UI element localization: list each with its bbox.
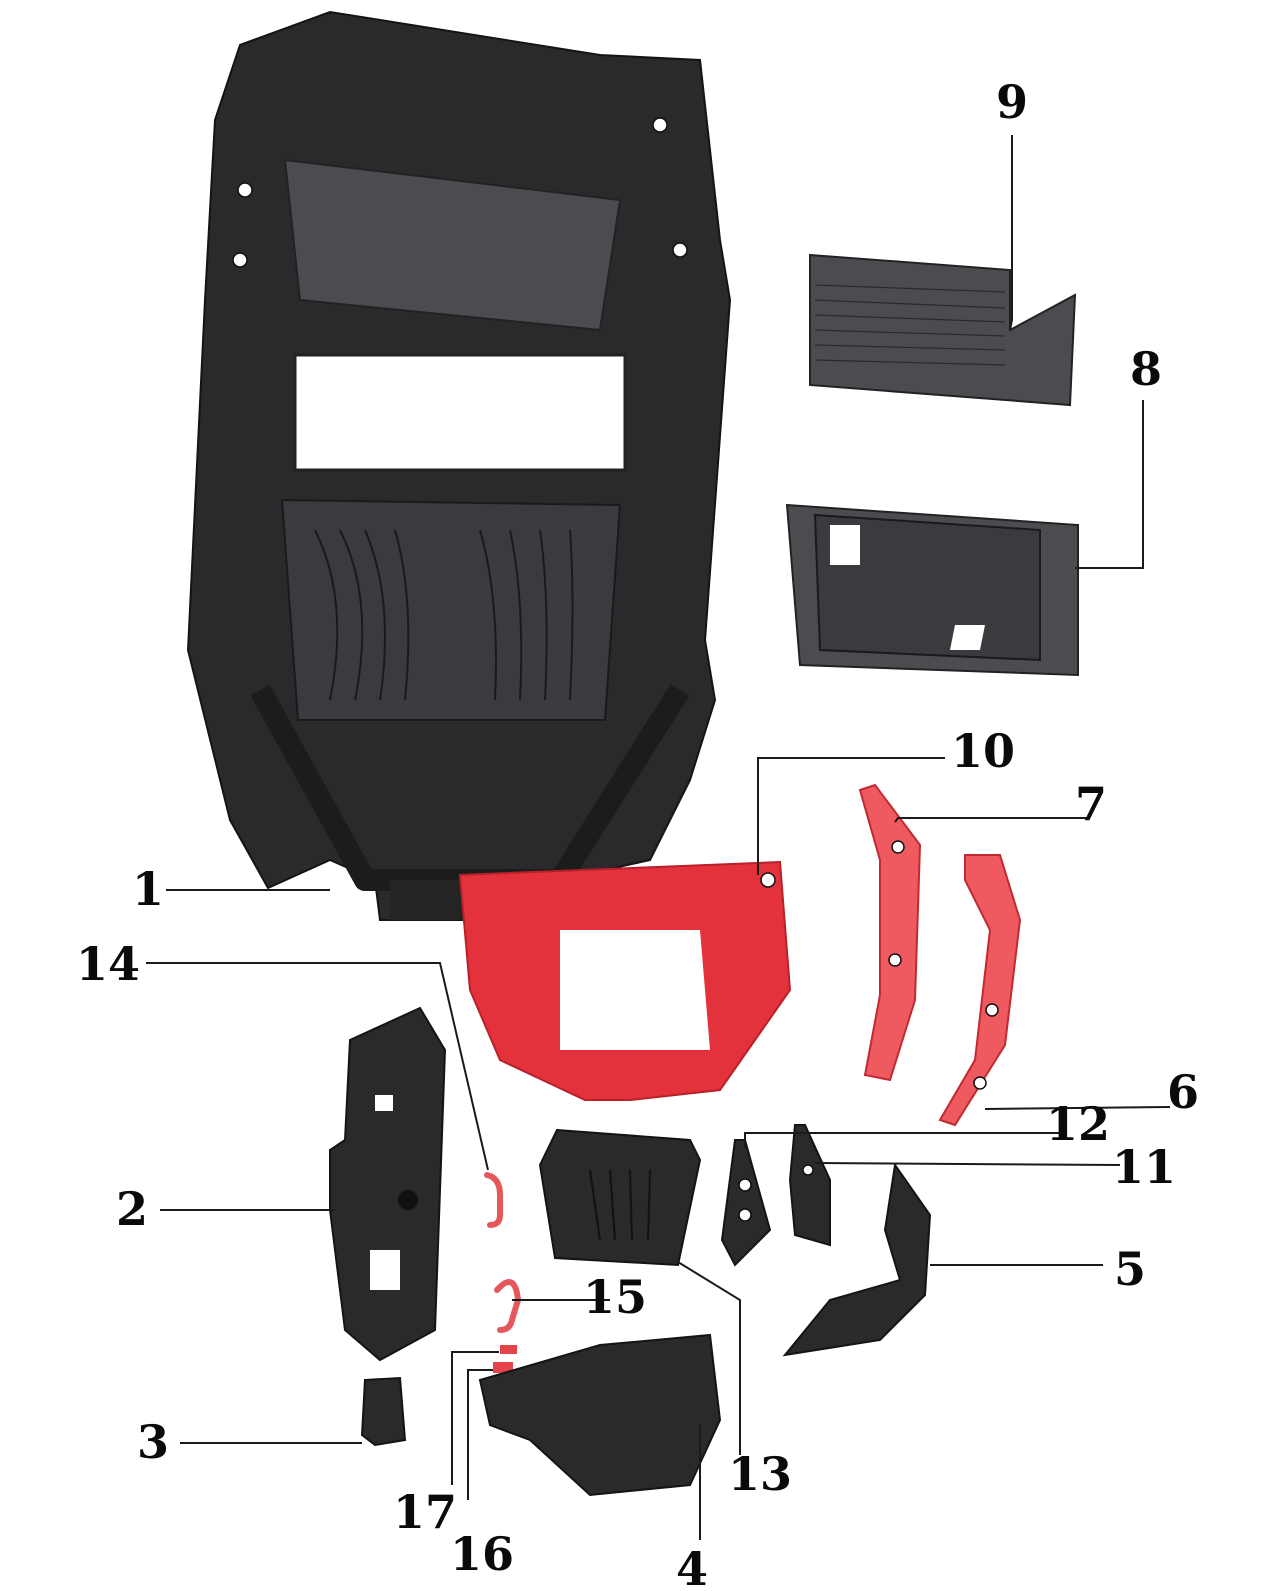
part-4-lower-cover [478, 1333, 722, 1497]
callout-11: 11 [1112, 1140, 1176, 1194]
part-17-red-spacer [500, 1345, 517, 1354]
callout-16: 16 [450, 1527, 514, 1581]
part-2-rear-bumper-panel [329, 1006, 447, 1362]
callout-14: 14 [76, 937, 140, 991]
callout-8: 8 [1130, 342, 1162, 396]
callout-5: 5 [1114, 1242, 1146, 1296]
part-3-end-cap [360, 1376, 407, 1447]
callout-labels: 9 8 10 7 6 12 11 5 1 14 2 3 15 13 17 16 … [76, 75, 1199, 1591]
callout-6: 6 [1167, 1065, 1199, 1119]
part-16-red-spacer [493, 1362, 513, 1373]
callout-3: 3 [137, 1415, 169, 1469]
callout-4: 4 [676, 1542, 708, 1591]
callout-15: 15 [583, 1270, 647, 1324]
callout-13: 13 [728, 1447, 792, 1501]
part-13-center-panel [538, 1128, 702, 1267]
part-5-bracket [782, 1162, 932, 1357]
callout-2: 2 [116, 1182, 148, 1236]
part-9-storage-tray [809, 253, 1077, 407]
part-10-red-front-cowl [458, 860, 792, 1101]
part-6-red-strip [938, 854, 1022, 1127]
part-14-red-clip [484, 1172, 503, 1228]
callout-12: 12 [1046, 1097, 1110, 1151]
part-8-storage-box [785, 503, 1079, 677]
callout-9: 9 [996, 75, 1028, 129]
part-12-mount-bracket [720, 1139, 772, 1267]
part-7-red-strip [858, 783, 922, 1082]
callout-17: 17 [393, 1485, 457, 1539]
callout-10: 10 [951, 724, 1015, 778]
callout-1: 1 [132, 862, 164, 916]
leader-lines [146, 135, 1171, 1540]
callout-7: 7 [1075, 777, 1107, 831]
part-15-red-clip [494, 1279, 522, 1333]
part-11-mount-bracket [788, 1124, 831, 1247]
part-1-main-body-frame [186, 10, 732, 921]
